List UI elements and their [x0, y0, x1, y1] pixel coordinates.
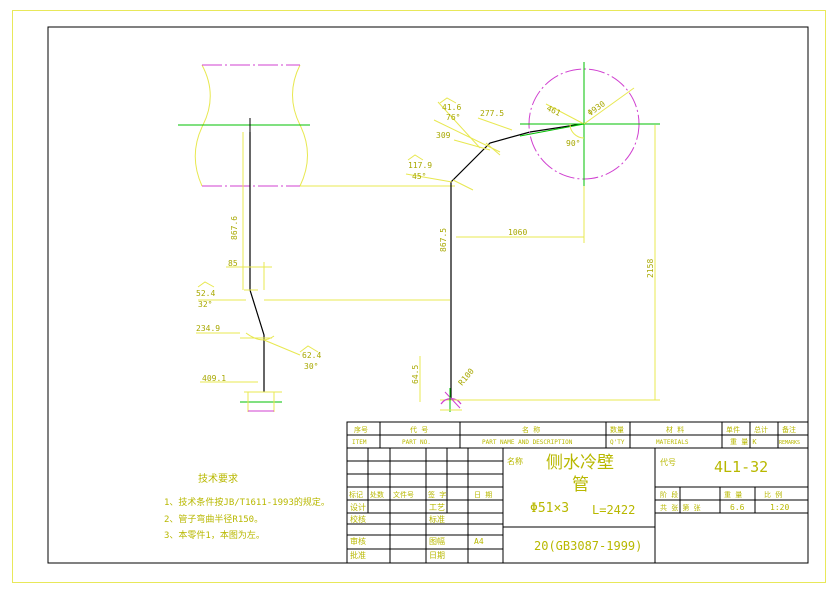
- part-name-line2: 管: [572, 475, 589, 495]
- dim-867-5: 867.5: [439, 228, 448, 252]
- hdr-name-cn: 名 称: [522, 425, 540, 434]
- hdr-mat-cn: 材 料: [666, 425, 684, 434]
- hdr-code-cn: 代 号: [410, 425, 428, 434]
- angle-32: 32°: [198, 300, 212, 309]
- sheet-count: 共 张 第 张: [660, 503, 701, 512]
- hdr-qty-cn: 数量: [610, 425, 624, 434]
- hdr-total-cn: 总计: [754, 425, 768, 434]
- role-standard: 标准: [429, 514, 445, 524]
- title-block: [346, 421, 809, 564]
- technical-notes: 技术要求 1、技术条件按JB/T1611-1993的规定。 2、管子弯曲半径R1…: [164, 472, 330, 541]
- note-3: 3、本零件1，本图为左。: [164, 529, 265, 541]
- dim-52-4: 52.4: [196, 289, 215, 298]
- hdr-weight-cn: 重 量 K: [730, 438, 757, 446]
- right-dimensions: [405, 97, 660, 402]
- hdr-unit-cn: 单件: [726, 425, 740, 434]
- role-date: 日期: [429, 551, 445, 560]
- change-label-5: 日 期: [474, 491, 492, 499]
- hdr-qty-en: Q'TY: [610, 439, 625, 446]
- part-name-line1: 侧水冷壁: [546, 453, 614, 473]
- notes-title: 技术要求: [198, 472, 238, 485]
- role-check: 校核: [350, 514, 366, 524]
- angle-76: 76°: [446, 113, 460, 122]
- dim-1060: 1060: [508, 228, 527, 237]
- dim-867-6: 867.6: [230, 216, 239, 240]
- scale-label: 比 例: [764, 490, 782, 499]
- left-header-view: [178, 64, 310, 187]
- dim-117-9: 117.9: [408, 161, 432, 170]
- hdr-code-en: PART NO.: [402, 439, 431, 446]
- dim-2158: 2158: [646, 259, 655, 278]
- dim-234-9: 234.9: [196, 324, 220, 333]
- dim-64-5: 64.5: [411, 365, 420, 384]
- title-block-text: 序号 ITEM 代 号 PART NO. 名 称 PART NAME AND D…: [349, 425, 800, 560]
- angle-90: 90°: [566, 139, 580, 148]
- dim-409-1: 409.1: [202, 374, 226, 383]
- dim-41-6: 41.6: [442, 103, 461, 112]
- note-1: 1、技术条件按JB/T1611-1993的规定。: [164, 496, 330, 508]
- name-label: 名称: [507, 456, 523, 466]
- drawing-number: 4L1-32: [714, 458, 768, 476]
- dim-r100: R100: [457, 367, 476, 388]
- dim-62-4: 62.4: [302, 351, 321, 360]
- change-label-3: 文件号: [393, 490, 414, 499]
- drum-section-circle: [519, 62, 660, 186]
- dim-309: 309: [436, 131, 451, 140]
- role-approve: 批准: [350, 550, 366, 560]
- hdr-remark-en: REMARKS: [779, 440, 800, 446]
- role-design: 设计: [350, 502, 366, 512]
- angle-45: 45°: [412, 172, 426, 181]
- angle-30: 30°: [304, 362, 318, 371]
- change-label-1: 标记: [349, 490, 363, 499]
- dim-461: 461: [545, 104, 562, 118]
- role-process: 工艺: [429, 503, 445, 512]
- role-review: 审核: [350, 536, 366, 546]
- dim-277-5: 277.5: [480, 109, 504, 118]
- inner-frame: [47, 26, 809, 564]
- left-dimensions: [196, 132, 319, 383]
- dimension-labels: 867.6 85 52.4 32° 234.9 62.4 30° 409.1 4…: [196, 99, 655, 387]
- hdr-mat-en: MATERIALS: [656, 439, 689, 446]
- hdr-remark-cn: 备注: [782, 425, 796, 434]
- code-label: 代号: [660, 457, 676, 467]
- weight-value: 6.6: [730, 503, 745, 512]
- stage-label: 阶 段: [660, 490, 678, 499]
- hdr-seq-en: ITEM: [352, 439, 367, 446]
- sheet-size: A4: [474, 537, 484, 546]
- scale-value: 1:20: [770, 503, 789, 512]
- role-sheet: 图幅: [429, 536, 445, 546]
- outer-frame: [12, 10, 826, 583]
- hdr-name-en: PART NAME AND DESCRIPTION: [482, 439, 573, 446]
- note-2: 2、管子弯曲半径R150。: [164, 513, 263, 525]
- change-label-2: 处数: [370, 490, 384, 499]
- right-tube: [440, 123, 583, 412]
- part-material: 20(GB3087-1999): [534, 539, 642, 553]
- left-tube: [240, 132, 282, 412]
- weight-label: 重 量: [724, 491, 742, 499]
- part-length: L=2422: [592, 503, 635, 517]
- hdr-seq-cn: 序号: [354, 425, 368, 434]
- dim-85: 85: [228, 259, 238, 268]
- change-label-4: 签 字: [428, 490, 446, 499]
- part-spec: Φ51×3: [530, 501, 569, 516]
